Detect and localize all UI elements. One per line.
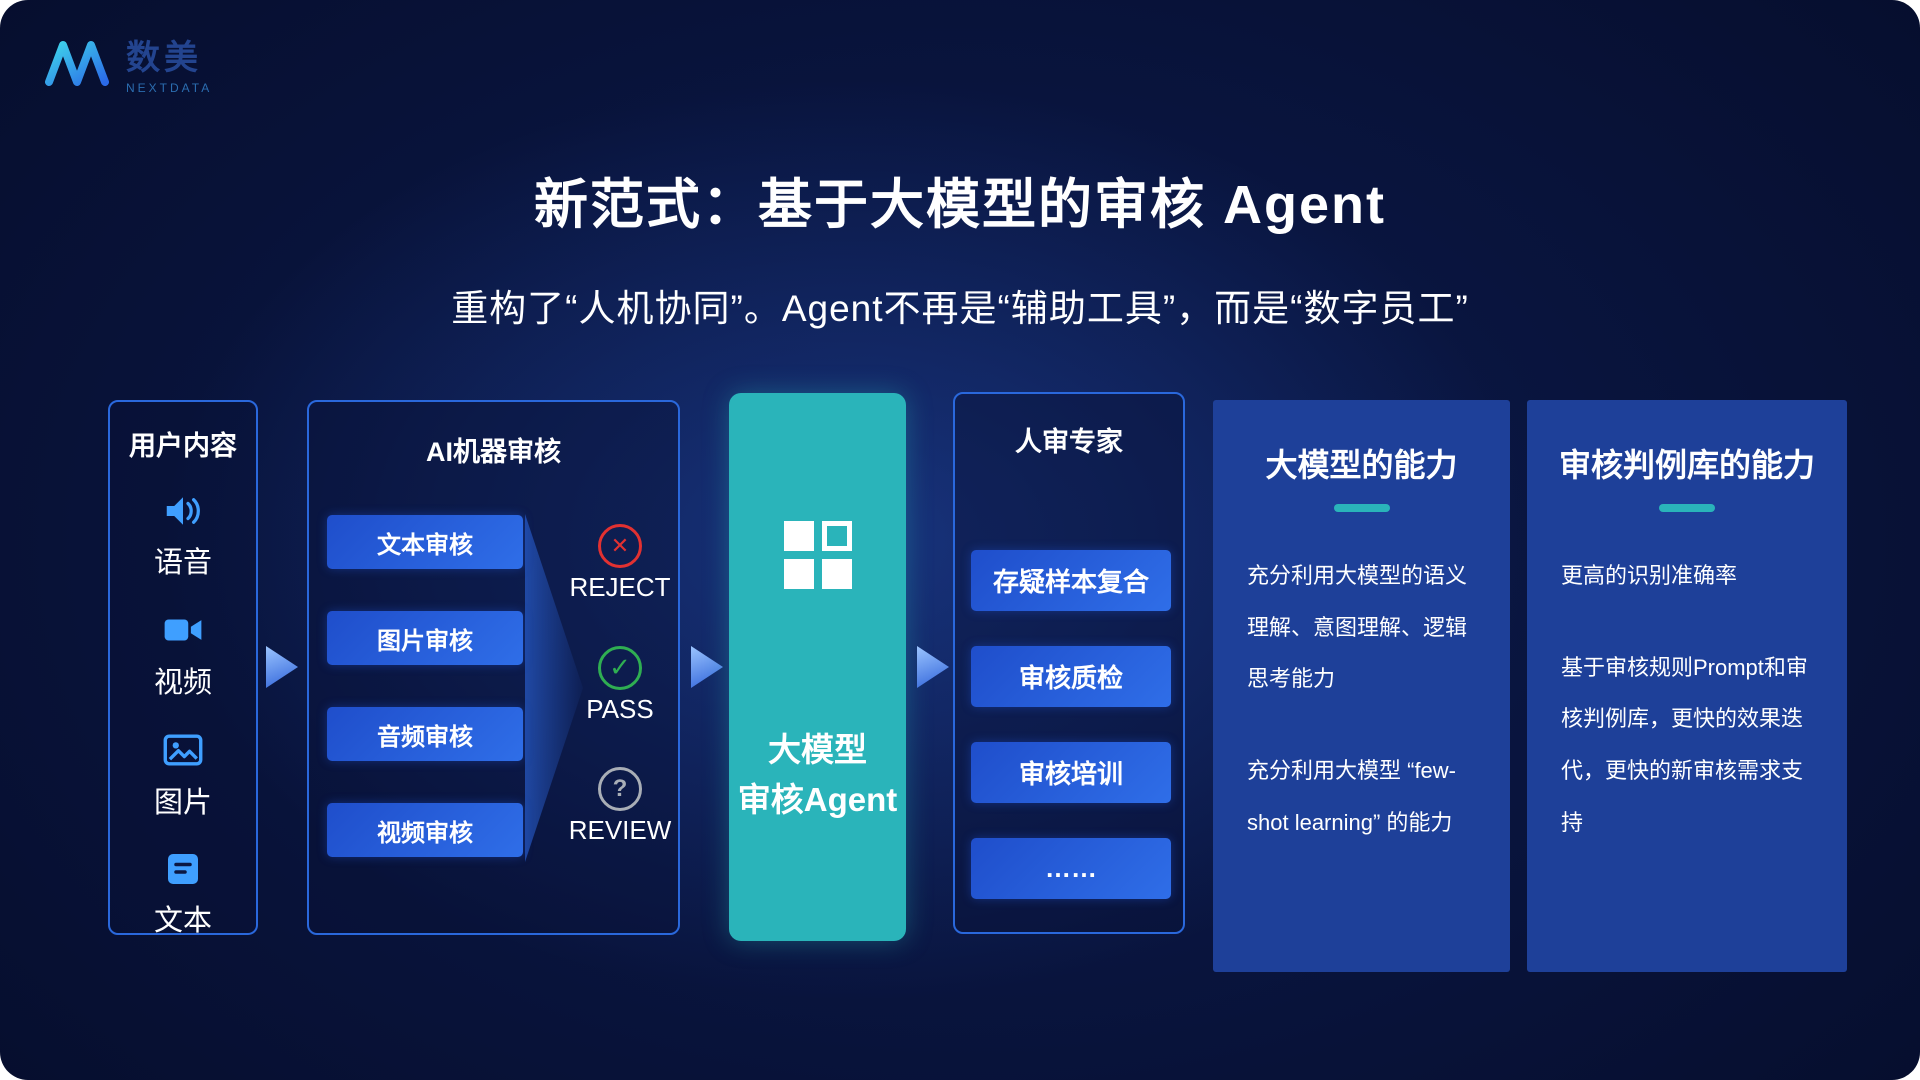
capability-paragraph: 基于审核规则Prompt和审核判例库，更快的效果迭代，更快的新审核需求支持	[1561, 654, 1808, 835]
capability-panel-casebase: 审核判例库的能力 更高的识别准确率 基于审核规则Prompt和审核判例库，更快的…	[1527, 400, 1847, 972]
content-item-label: 图片	[153, 787, 212, 819]
brand-subtitle: NEXTDATA	[126, 81, 213, 95]
reject-icon: ✕	[598, 524, 642, 568]
content-item-image: 图片	[154, 729, 212, 821]
accent-underline	[1333, 504, 1390, 512]
capability-paragraph: 充分利用大模型 “few-shot learning” 的能力	[1247, 758, 1457, 835]
outcome-pass: ✓ PASS	[586, 645, 654, 725]
module-audio-review: 音频审核	[327, 707, 523, 761]
content-item-audio: 语音	[154, 491, 212, 581]
accent-underline	[1659, 504, 1715, 512]
audio-icon	[166, 497, 200, 525]
capability-panel-model: 大模型的能力 充分利用大模型的语义理解、意图理解、逻辑思考能力 充分利用大模型 …	[1213, 400, 1510, 972]
panel-title: 人审专家	[1015, 427, 1123, 457]
grid-square	[783, 521, 814, 551]
page-subtitle: 重构了“人机协同”。Agent不再是“辅助工具”，而是“数字员工”	[451, 288, 1469, 329]
agent-panel: 大模型 审核Agent	[729, 393, 906, 941]
task-quality-check: 审核质检	[971, 646, 1171, 707]
brand-logo: 数美 NEXTDATA	[44, 30, 212, 95]
outcome-label: PASS	[586, 693, 654, 724]
outcome-reject: ✕ REJECT	[569, 524, 671, 603]
capability-title: 大模型的能力	[1265, 447, 1458, 483]
question-icon: ?	[597, 767, 642, 811]
content-item-label: 语音	[153, 547, 212, 579]
module-video-review: 视频审核	[327, 803, 523, 857]
task-more: ……	[971, 838, 1171, 899]
text-icon	[167, 854, 198, 884]
capability-body: 充分利用大模型的语义理解、意图理解、逻辑思考能力 充分利用大模型 “few-sh…	[1247, 550, 1476, 888]
image-icon	[163, 734, 203, 766]
outcome-label: REVIEW	[568, 815, 672, 845]
grid-square-outline	[821, 521, 852, 551]
review-task-list: 存疑样本复合 审核质检 审核培训 ……	[971, 550, 1171, 899]
brand-name: 数美	[126, 39, 202, 77]
capability-paragraph: 更高的识别准确率	[1561, 563, 1738, 588]
task-review-training: 审核培训	[971, 742, 1171, 803]
outcome-review: ? REVIEW	[568, 767, 672, 846]
outcome-label: REJECT	[569, 572, 671, 602]
human-review-panel: 人审专家 存疑样本复合 审核质检 审核培训 ……	[953, 392, 1185, 934]
brand-mark-icon	[45, 40, 109, 86]
flow-arrow-icon	[266, 646, 298, 688]
grid-square	[821, 559, 852, 589]
grid-icon	[783, 521, 852, 589]
content-item-label: 文本	[153, 905, 212, 937]
review-module-list: 文本审核 图片审核 音频审核 视频审核	[327, 515, 523, 857]
content-item-label: 视频	[153, 667, 212, 699]
task-suspect-sample: 存疑样本复合	[971, 550, 1171, 611]
panel-title: AI机器审核	[426, 437, 561, 467]
ai-review-panel: AI机器审核 文本审核 图片审核 音频审核 视频审核 ✕ REJECT ✓ PA…	[307, 400, 680, 935]
flow-arrow-icon	[691, 646, 723, 688]
pass-icon: ✓	[598, 645, 642, 690]
module-text-review: 文本审核	[327, 515, 523, 569]
capability-title: 审核判例库的能力	[1558, 447, 1815, 483]
grid-square	[783, 559, 814, 589]
agent-title: 大模型 审核Agent	[737, 731, 898, 818]
flow-arrow-icon	[917, 646, 949, 688]
user-content-panel: 用户内容 语音 视频 图片	[108, 400, 258, 937]
content-item-text: 文本	[154, 849, 212, 939]
module-image-review: 图片审核	[327, 611, 523, 665]
capability-paragraph: 充分利用大模型的语义理解、意图理解、逻辑思考能力	[1247, 563, 1468, 692]
page-title: 新范式：基于大模型的审核 Agent	[534, 175, 1386, 235]
capability-body: 更高的识别准确率 基于审核规则Prompt和审核判例库，更快的效果迭代，更快的新…	[1561, 550, 1813, 888]
outcome-list: ✕ REJECT ✓ PASS ? REVIEW	[561, 524, 679, 846]
panel-title: 用户内容	[129, 431, 237, 461]
content-item-video: 视频	[154, 609, 212, 701]
video-icon	[164, 619, 202, 641]
